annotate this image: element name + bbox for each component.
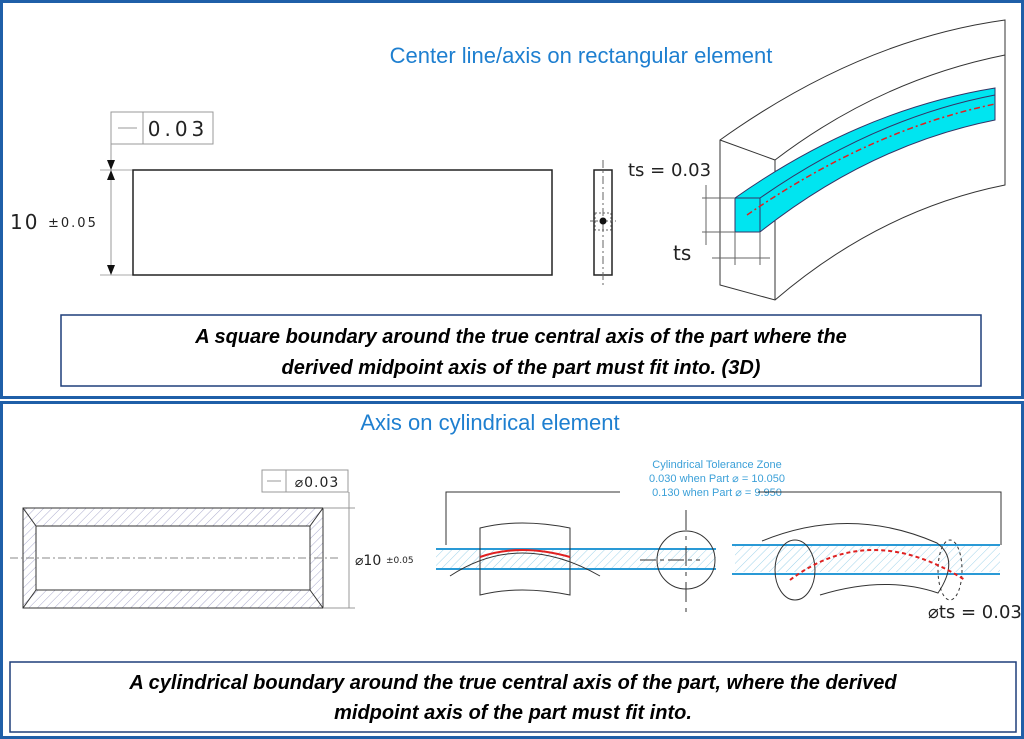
bottom-ts-label: ⌀ts = 0.03 bbox=[928, 602, 1022, 623]
top-caption-box bbox=[60, 314, 982, 387]
bottom-title: Axis on cylindrical element bbox=[360, 410, 619, 435]
feature-control-frame-top: 0.03 bbox=[110, 111, 214, 145]
top-caption-line2: derived midpoint axis of the part must f… bbox=[282, 357, 761, 379]
zone-title: Cylindrical Tolerance Zone bbox=[652, 459, 781, 471]
bottom-caption-line1: A cylindrical boundary around the true c… bbox=[128, 672, 897, 694]
rectangular-part-front bbox=[132, 169, 553, 276]
zone-line1: 0.030 when Part ⌀ = 10.050 bbox=[649, 473, 785, 485]
cylindrical-tolerance-zone-views bbox=[436, 491, 1002, 612]
bottom-panel-border bbox=[0, 401, 1024, 739]
bottom-caption-line2: midpoint axis of the part must fit into. bbox=[334, 702, 692, 724]
frame-value: ⌀0.03 bbox=[295, 475, 340, 491]
bottom-caption-box bbox=[9, 661, 1017, 733]
curved-part-3d bbox=[702, 19, 1006, 301]
cylindrical-part-section bbox=[10, 492, 355, 609]
feature-control-frame-bottom: ⌀0.03 bbox=[261, 469, 349, 493]
frame-value: 0.03 bbox=[148, 117, 209, 141]
bottom-tolerance: ±0.05 bbox=[386, 556, 414, 566]
bottom-dimension: ⌀10 bbox=[355, 553, 381, 569]
ts-short-label: ts bbox=[673, 241, 691, 265]
top-panel-border bbox=[0, 0, 1024, 399]
top-title: Center line/axis on rectangular element bbox=[390, 43, 773, 68]
ts-label: ts = 0.03 bbox=[628, 160, 711, 181]
zone-line2: 0.130 when Part ⌀ = 9.950 bbox=[652, 487, 782, 499]
rectangular-part-side bbox=[590, 160, 616, 285]
top-caption-line1: A square boundary around the true centra… bbox=[194, 326, 847, 348]
dimension-value: 10 bbox=[10, 210, 39, 234]
derived-axis-line bbox=[746, 103, 996, 216]
dimension-tolerance: ±0.05 bbox=[48, 216, 98, 231]
